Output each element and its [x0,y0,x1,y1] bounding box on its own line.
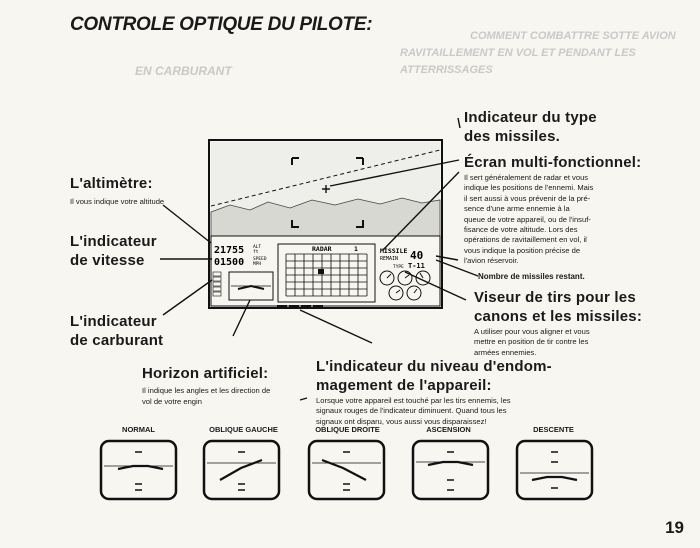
bracket-bottom-right [356,220,364,228]
missile-count: 40 [410,249,423,262]
ecran-desc-line: indique les positions de l'ennemi. Mais [464,183,594,193]
viseur-desc: A utiliser pour vous aligner et vous met… [474,327,590,358]
altimetre-desc: Il vous indique votre altitude [70,197,165,206]
ecran-desc-line: vous indique la position précise de [464,245,581,255]
dommage-desc: Lorsque votre appareil est touché par le… [316,396,511,427]
viseur-title-2: canons et les missiles: [474,308,643,325]
horizon-desc-1: Il indique les angles et les direction d… [142,386,271,395]
crosshair [322,185,330,193]
ecran-desc-line: queue de votre appareil, ou de l'insuf- [464,214,591,224]
mode-label-normal: NORMAL [122,425,155,434]
horizon-mode-normal [99,439,178,501]
ecran-desc-line: il sert aussi à vous prévenir de la pré- [464,193,591,203]
horizon-mode-ascension [411,439,490,501]
dashed-horizon-line [210,149,441,207]
ecran-desc-line: l'avion réservoir. [464,256,519,266]
fuel-gauge [212,271,222,297]
mode-label-ascension: ASCENSION [426,425,471,434]
missile-label-2: REMAIN [380,256,398,262]
radar-value: 1 [354,245,358,253]
terrain-band [210,197,441,237]
altimetre-title: L'altimètre: [70,175,153,192]
vitesse-title-2: de vitesse [70,252,145,269]
mode-label-descente: DESCENTE [533,425,574,434]
dommage-desc-line: signaux rouges de l'indicateur diminuent… [316,406,507,416]
radar-label: RADAR [312,245,332,253]
damage-indicator [277,305,323,309]
missiles-type-title-1: Indicateur du type [464,109,597,126]
altitude-readout: 21755 [214,245,244,256]
bleed-through-heading-1: COMMENT COMBATTRE SOTTE AVION [470,30,676,42]
ecran-desc-line: Il sert généralement de radar et vous [464,173,589,182]
mode-label-oblique-droite: OBLIQUE DROITE [315,425,380,434]
dommage-desc-line: signaux ont disparu, vous aussi vous dis… [316,416,487,426]
ecran-desc-line: sence d'une arme ennemie à la [464,204,570,214]
vitesse-title-1: L'indicateur [70,233,157,250]
altitude-unit: ALT [253,244,261,250]
radar-blip [318,269,324,274]
bleed-through-heading-3: EN CARBURANT [135,64,232,78]
viseur-desc-line: A utiliser pour vous aligner et vous [474,327,590,336]
speed-readout: 01500 [214,257,244,268]
bracket-bottom-left [291,220,299,228]
ecran-title: Écran multi-fonctionnel: [464,154,642,171]
ecran-desc-line: opérations de ravitaillement en vol, il [464,235,587,245]
leader-lines [160,117,479,401]
horizon-title: Horizon artificiel: [142,365,269,382]
missile-label-1: MISSILE [380,247,407,255]
ecran-desc-line: fisance de votre altitude. Lors des [464,225,578,235]
speed-unit: SPEED [253,256,267,262]
missiles-count-label: Nombre de missiles restant. [478,272,585,281]
speed-unit-sub: MPH [253,261,261,267]
page-number: 19 [665,518,684,537]
bracket-top-right [356,157,364,165]
viseur-title-1: Viseur de tirs pour les [474,289,636,306]
carburant-title-2: de carburant [70,332,164,349]
horizon-mode-descente [515,439,594,501]
carburant-title-1: L'indicateur [70,313,157,330]
missile-type: T-11 [408,262,425,270]
horizon-desc-2: vol de votre engin [142,397,202,406]
viseur-desc-line: mettre en position de tir contre les [474,337,589,347]
bracket-top-left [291,157,299,165]
bleed-through-heading-2: RAVITAILLEMENT EN VOL ET PENDANT LES ATT… [400,47,636,76]
dommage-title-2: magement de l'appareil: [316,377,492,394]
page-title: CONTROLE OPTIQUE DU PILOTE: [70,14,373,35]
horizon-mode-oblique-droite [307,439,386,501]
dommage-title-1: L'indicateur du niveau d'endom- [316,358,552,375]
viseur-desc-line: armées ennemies. [474,347,537,357]
altitude-unit-sub: ft [253,249,259,255]
radar-grid [285,253,368,297]
missiles-type-title-2: des missiles. [464,128,560,145]
mode-label-oblique-gauche: OBLIQUE GAUCHE [209,425,278,434]
dommage-desc-line: Lorsque votre appareil est touché par le… [316,396,511,405]
horizon-mode-oblique-gauche [202,439,281,501]
horizon-aircraft-symbol [237,284,265,290]
missile-type-label: TYPE [393,264,404,270]
ecran-desc: Il sert généralement de radar et vous in… [464,173,632,267]
